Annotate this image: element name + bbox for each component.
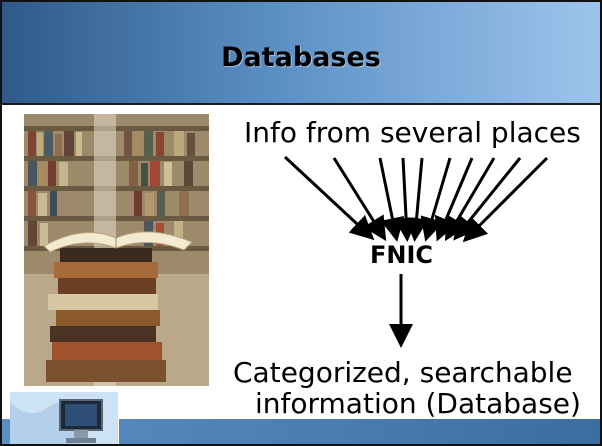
hub-label: FNIC (370, 241, 434, 269)
source-arrow-7 (434, 157, 474, 242)
source-arrow-2 (332, 157, 387, 242)
source-arrow-4 (394, 157, 419, 242)
title-bar: Databases (2, 2, 600, 105)
library-books-photo (24, 114, 209, 386)
source-arrow-1 (283, 155, 375, 241)
computer-monitor-icon (10, 391, 119, 444)
source-arrow-6 (420, 157, 452, 242)
output-label-line1: Categorized, searchable (233, 356, 573, 389)
source-arrow-5 (404, 157, 429, 242)
slide-title: Databases (221, 42, 381, 73)
output-label-line2: information (Database) (255, 387, 581, 420)
source-label: Info from several places (244, 116, 581, 149)
source-arrow-10 (462, 156, 549, 243)
source-arrow-3 (378, 157, 405, 242)
